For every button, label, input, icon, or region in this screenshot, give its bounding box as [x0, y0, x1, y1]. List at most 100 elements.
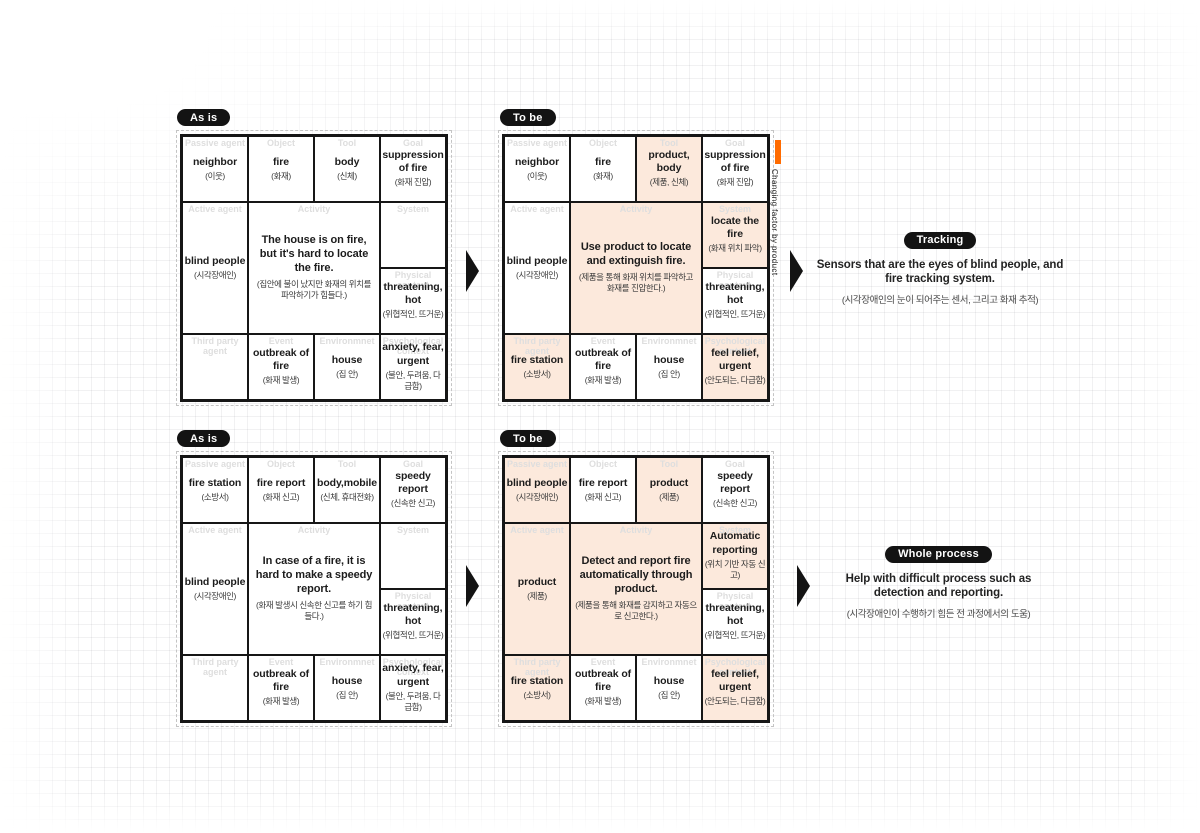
cell-label: Passive agent	[184, 138, 246, 148]
cell-text-kr: (안도되는, 다급함)	[704, 696, 766, 707]
cell-text-kr: (불안, 두려움, 다급함)	[385, 369, 441, 392]
arrow-right-icon	[797, 565, 810, 607]
cell-text-kr: (소방서)	[201, 491, 229, 502]
cell-text-kr: (화재 발생)	[262, 696, 300, 707]
as-is-badge-top: As is	[177, 109, 231, 126]
cell-text-kr: (소방서)	[523, 368, 551, 379]
cell-text-en: The house is on fire, but it's hard to l…	[259, 234, 369, 274]
cell-label: System	[396, 525, 430, 535]
cell-label: Activity	[297, 525, 331, 535]
cell-text-en: threatening, hot	[705, 602, 765, 628]
cell-text-en: feel relief, urgent	[711, 347, 759, 373]
cell-label: Event	[268, 336, 294, 346]
cell-label: Tool	[659, 138, 679, 148]
arrow-right-icon	[466, 565, 479, 607]
cell-text-kr: (신체)	[337, 170, 357, 181]
cell-label: Third party agent	[191, 657, 239, 677]
cell-label: Active agent	[510, 204, 564, 214]
arrow-right-icon	[790, 250, 803, 292]
cell-text-kr: (제품을 통해 화재 위치를 파악하고 화재를 진압한다.)	[578, 271, 694, 294]
cell-text-kr: (화재 발생)	[262, 375, 300, 386]
cell-label: Tool	[659, 459, 679, 469]
cell-label: Tool	[337, 138, 357, 148]
cell-text-kr: (불안, 두려움, 다급함)	[385, 690, 441, 713]
cell-label: Passive agent	[506, 459, 568, 469]
cell-text-kr: (안도되는, 다급함)	[704, 375, 766, 386]
cell-text-en: outbreak of fire	[574, 668, 632, 694]
cell-text-en: In case of a fire, it is hard to make a …	[255, 555, 373, 595]
cell-label: Object	[266, 138, 295, 148]
cell-text-en: blind people	[506, 476, 568, 489]
cell-text-kr: (집 안)	[336, 368, 358, 379]
cell-text-kr: (화재 위치 파악)	[708, 243, 762, 254]
cell-text-kr: (집 안)	[658, 368, 680, 379]
cell-text-en: house	[653, 353, 685, 366]
cell-text-en: house	[331, 674, 363, 687]
cell-text-en: Use product to locate and extinguish fir…	[580, 241, 692, 268]
cell-label: Environmnet	[641, 336, 697, 346]
cell-text-en: fire station	[510, 353, 564, 366]
cell-text-kr: (시각장애인)	[516, 269, 558, 280]
cell-label: Psychological context	[382, 657, 444, 677]
cell-label: Environmnet	[319, 657, 375, 667]
cell-label: System	[396, 204, 430, 214]
cell-label: Physical context	[716, 591, 754, 611]
cell-label: System	[718, 204, 752, 214]
cell-text-en: threatening, hot	[383, 602, 443, 628]
cell-system: System	[380, 202, 446, 268]
cell-label: Event	[590, 336, 616, 346]
cell-active-agent: Active agent blind people (시각장애인)	[504, 202, 570, 334]
cell-text-kr: (제품을 통해 화재를 감지하고 자동으로 신고한다.)	[575, 599, 697, 622]
cell-text-en: blind people	[506, 254, 568, 267]
cell-label: Event	[268, 657, 294, 667]
cell-text-kr: (집안에 불이 났지만 화재의 위치를 파악하기가 힘들다.)	[256, 278, 372, 301]
cell-label: System	[718, 525, 752, 535]
cell-text-en: house	[653, 674, 685, 687]
cell-text-kr: (위치 기반 자동 신고)	[704, 558, 766, 581]
cell-text-kr: (화재 발생)	[584, 696, 622, 707]
cell-label: Goal	[724, 459, 745, 469]
cell-text-en: product	[649, 476, 689, 489]
cell-text-en: threatening, hot	[705, 281, 765, 307]
cell-text-kr: (집 안)	[336, 689, 358, 700]
cell-text-en: speedy report	[717, 470, 753, 496]
cell-activity: Activity In case of a fire, it is hard to…	[248, 523, 380, 655]
cell-label: Active agent	[188, 525, 242, 535]
cell-label: Activity	[619, 204, 653, 214]
cell-text-en: body,mobile	[317, 476, 377, 489]
cell-text-kr: (신속한 신고)	[713, 498, 757, 509]
as-is-badge-bottom: As is	[177, 430, 231, 447]
cell-label: Third party agent	[513, 657, 561, 677]
changing-factor-label: Changing factor by product	[770, 169, 779, 276]
cell-text-en: feel relief, urgent	[711, 668, 759, 694]
cell-text-kr: (화재)	[271, 170, 291, 181]
to-be-badge-top: To be	[500, 109, 556, 126]
cell-environment: Environmnet house (집 안)	[314, 655, 380, 721]
cell-text-en: outbreak of fire	[574, 347, 632, 373]
cell-text-kr: (제품, 신체)	[649, 177, 689, 188]
cell-label: Third party agent	[513, 336, 561, 356]
cell-label: Passive agent	[184, 459, 246, 469]
cell-text-kr: (소방서)	[523, 689, 551, 700]
cell-label: Psychological context	[382, 336, 444, 356]
tracking-description-kr: (시각장애인의 눈이 되어주는 센서, 그리고 화재 추적)	[841, 295, 1039, 307]
